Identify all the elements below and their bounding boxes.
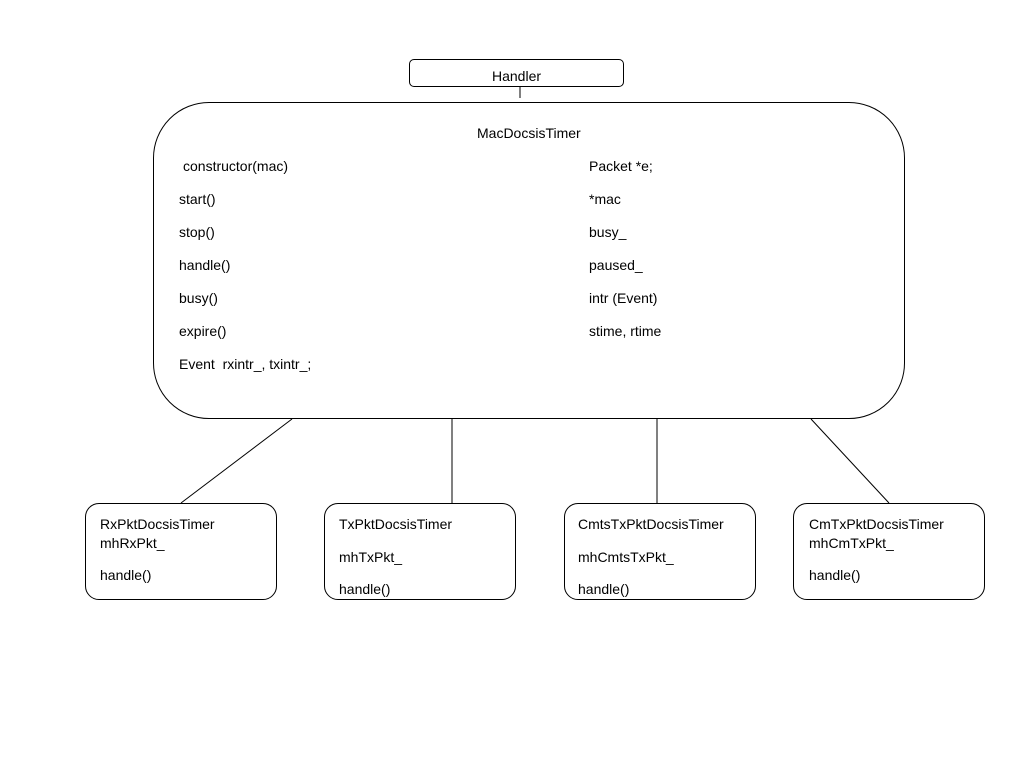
subclass-cm-handler: mhCmTxPkt_	[809, 535, 894, 551]
subclass-cmts-method: handle()	[578, 581, 630, 597]
subclass-cmts-box: CmtsTxPktDocsisTimer mhCmtsTxPkt_ handle…	[564, 503, 756, 600]
member-intr: intr (Event)	[589, 290, 658, 306]
subclass-cmts-name: CmtsTxPktDocsisTimer	[578, 516, 724, 532]
member-packet: Packet *e;	[589, 158, 653, 174]
member-events: Event rxintr_, txintr_;	[179, 356, 312, 372]
rx-connector	[180, 418, 293, 504]
method-constructor: constructor(mac)	[183, 158, 289, 174]
subclass-cm-method: handle()	[809, 567, 861, 583]
subclass-cm-box: CmTxPktDocsisTimer mhCmTxPkt_ handle()	[793, 503, 985, 600]
subclass-tx-method: handle()	[339, 581, 391, 597]
method-start: start()	[179, 191, 216, 207]
subclass-rx-handler: mhRxPkt_	[100, 535, 165, 551]
subclass-tx-handler: mhTxPkt_	[339, 549, 403, 565]
method-stop: stop()	[179, 224, 215, 240]
subclass-rx-box: RxPktDocsisTimer mhRxPkt_ handle()	[85, 503, 277, 600]
method-expire: expire()	[179, 323, 227, 339]
subclass-cm-name: CmTxPktDocsisTimer	[809, 516, 944, 532]
cm-connector	[810, 418, 890, 504]
member-times: stime, rtime	[589, 323, 662, 339]
member-paused: paused_	[589, 257, 643, 273]
subclass-rx-name: RxPktDocsisTimer	[100, 516, 215, 532]
handler-label: Handler	[491, 68, 542, 84]
base-class-box: MacDocsisTimer constructor(mac) start() …	[153, 102, 905, 419]
handler-box: Handler	[409, 59, 624, 87]
subclass-tx-name: TxPktDocsisTimer	[339, 516, 453, 532]
member-mac: *mac	[589, 191, 621, 207]
member-busy: busy_	[589, 224, 627, 240]
subclass-tx-box: TxPktDocsisTimer mhTxPkt_ handle()	[324, 503, 516, 600]
subclass-cmts-handler: mhCmtsTxPkt_	[578, 549, 674, 565]
subclass-rx-method: handle()	[100, 567, 152, 583]
method-busy: busy()	[179, 290, 218, 306]
base-class-name: MacDocsisTimer	[477, 125, 581, 141]
method-handle: handle()	[179, 257, 231, 273]
